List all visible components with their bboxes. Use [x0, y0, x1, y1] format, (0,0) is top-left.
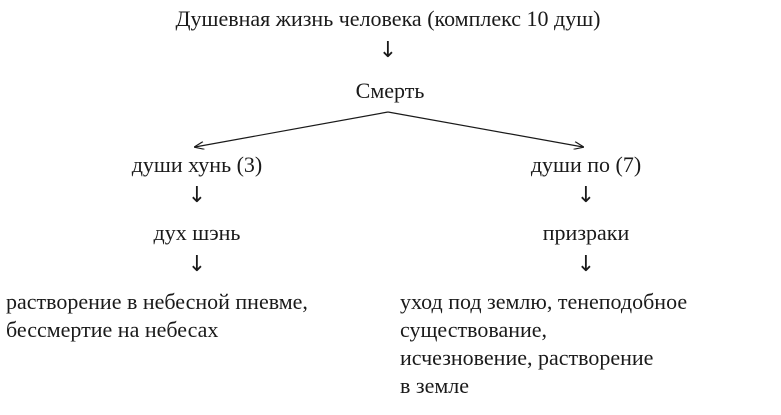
down-arrow-icon: ↓ [576, 183, 596, 208]
left-outcome-line: бессмертие на небесах [6, 317, 219, 342]
left-outcome-block: растворение в небесной пневме, бессмерти… [6, 288, 308, 344]
right-outcome-line: существование, [400, 317, 548, 342]
down-arrow-icon: ↓ [576, 252, 596, 277]
down-arrow-icon: ↓ [187, 252, 207, 277]
down-arrow-icon: ↓ [378, 38, 398, 63]
right-outcome-line: исчезновение, растворение [400, 345, 654, 370]
right-soul-node: души по (7) [530, 152, 642, 177]
left-soul-node: души хунь (3) [131, 152, 263, 177]
root-node: Душевная жизнь человека (комплекс 10 душ… [175, 6, 601, 31]
right-spirit-node: призраки [542, 220, 630, 245]
right-outcome-line: в земле [400, 373, 470, 398]
left-outcome-line: растворение в небесной пневме, [6, 289, 308, 314]
connector-to-left-branch [195, 111, 389, 147]
left-spirit-node: дух шэнь [153, 220, 241, 245]
right-outcome-line: уход под землю, тенеподобное [400, 289, 688, 314]
down-arrow-icon: ↓ [187, 183, 207, 208]
connector-to-right-branch [387, 111, 583, 147]
right-outcome-block: уход под землю, тенеподобное существован… [400, 288, 687, 400]
death-node: Смерть [355, 78, 425, 103]
